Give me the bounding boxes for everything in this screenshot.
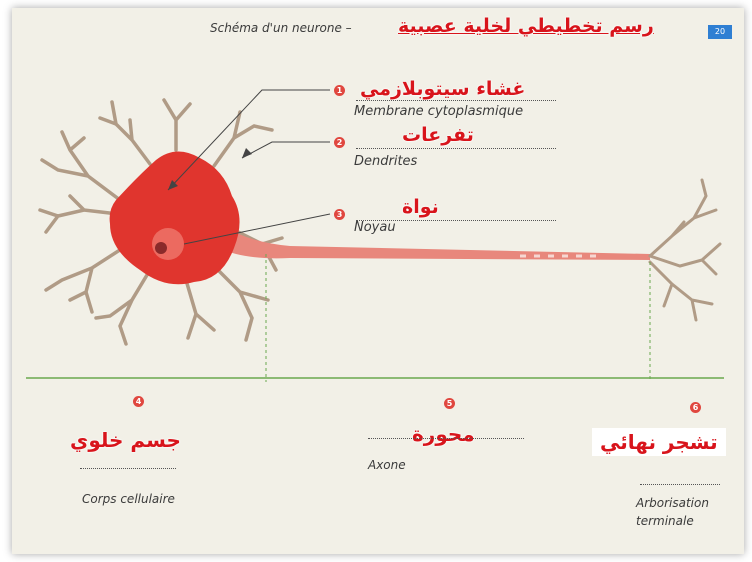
label-terminal-french-line2: terminale (636, 514, 694, 528)
pointer-lines (167, 89, 331, 245)
label-terminal-french-line1: Arborisation (636, 496, 709, 510)
label-cell-body-french: Corps cellulaire (82, 492, 175, 506)
answer-dotted-line (356, 220, 556, 221)
label-nucleus-french: Noyau (354, 220, 396, 235)
label-number: 1 (334, 85, 345, 96)
dendrites (38, 98, 284, 346)
cell-body (109, 151, 240, 285)
label-axon-french: Axone (368, 458, 406, 472)
pointer-arrowhead (168, 180, 178, 190)
axon (224, 226, 650, 260)
answer-dotted-line (368, 438, 524, 439)
label-number: 5 (444, 398, 455, 409)
answer-dotted-line (356, 100, 556, 101)
label-number: 4 (133, 396, 144, 407)
answer-dotted-line (80, 468, 176, 469)
label-nucleus-arabic: نواة (402, 196, 439, 218)
label-axon-arabic: محورة (412, 422, 475, 446)
label-dendrites-arabic: تفرعات (402, 124, 474, 146)
label-membrane-french: Membrane cytoplasmique (354, 104, 524, 119)
answer-dotted-line (356, 148, 556, 149)
diagram-card (12, 8, 744, 554)
pointer-arrowhead (242, 148, 252, 158)
page-badge: 20 (708, 25, 732, 39)
label-number: 3 (334, 209, 345, 220)
label-number: 2 (334, 137, 345, 148)
label-cell-body-arabic: جسم خلوي (70, 428, 181, 452)
region-guides (26, 254, 724, 382)
label-terminal-arabic: تشجر نهائي (592, 428, 726, 456)
terminal-arborization (648, 178, 722, 322)
label-membrane-arabic: غشاء سيتوبلازمي (360, 78, 526, 100)
title-french: Schéma d'un neurone – (210, 21, 352, 35)
label-dendrites-french: Dendrites (354, 154, 418, 169)
title-arabic: رسم تخطيطي لخلية عصبية (398, 15, 654, 37)
answer-dotted-line (640, 484, 720, 485)
label-number: 6 (690, 402, 701, 413)
nucleolus (155, 242, 167, 254)
